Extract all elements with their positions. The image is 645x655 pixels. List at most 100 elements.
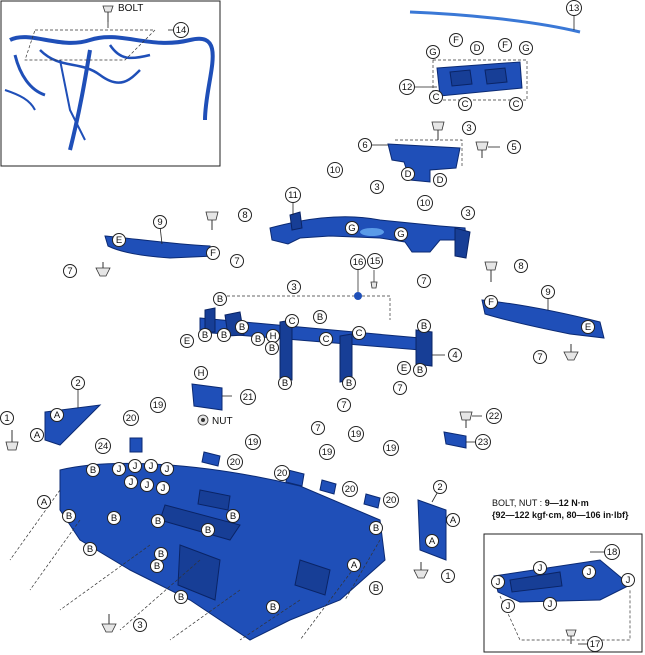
callout-label: G — [522, 43, 529, 54]
callout-label: 5 — [511, 142, 516, 153]
callout-circle — [230, 254, 244, 268]
bolt-8a — [205, 211, 219, 230]
callout-cB12: B — [86, 463, 100, 477]
callout-cJ10: J — [621, 573, 635, 587]
callout-cJ1: J — [112, 462, 126, 476]
callout-circle — [238, 208, 252, 222]
callout-label: B — [373, 523, 379, 534]
callout-label: 3 — [466, 123, 471, 134]
callout-label: C — [433, 92, 440, 103]
callout-c7b: 7 — [230, 254, 244, 268]
callout-cJ13: J — [543, 597, 557, 611]
callout-cB24: B — [369, 581, 383, 595]
callout-label: A — [351, 560, 358, 571]
callout-label: 23 — [478, 437, 489, 448]
callout-cG2: G — [519, 41, 533, 55]
callout-circle — [413, 363, 427, 377]
callout-circle — [266, 600, 280, 614]
callout-c3b: 3 — [370, 180, 384, 194]
bolt-inset-icon — [102, 5, 114, 22]
callout-cA2: A — [30, 428, 44, 442]
callout-label: J — [161, 483, 166, 494]
callout-c2a: 2 — [71, 376, 85, 390]
harness-dash-outline — [24, 29, 156, 61]
inset-label-bolt: BOLT — [118, 3, 143, 14]
callout-c7c: 7 — [417, 274, 431, 288]
callout-circle — [348, 426, 364, 442]
callout-label: J — [538, 563, 543, 574]
callout-cB23: B — [369, 521, 383, 535]
callout-label: B — [154, 561, 160, 572]
callout-label: 9 — [545, 287, 550, 298]
callout-cF3: F — [206, 246, 220, 260]
callout-c8a: 8 — [238, 208, 252, 222]
callout-cB16: B — [151, 514, 165, 528]
callout-c20e: 20 — [383, 492, 399, 508]
callout-label: 19 — [351, 429, 362, 440]
callout-c9a: 9 — [153, 215, 167, 229]
callout-cE2: E — [581, 320, 595, 334]
callout-circle — [83, 542, 97, 556]
callout-label: 7 — [537, 352, 542, 363]
callout-circle — [383, 492, 399, 508]
leader-9a — [159, 225, 163, 245]
wiring-harness-14 — [4, 35, 215, 151]
callout-circle — [133, 618, 147, 632]
callout-label: C — [513, 99, 520, 110]
callout-c9b: 9 — [541, 285, 555, 299]
callout-label: B — [155, 516, 161, 527]
callout-label: A — [429, 536, 436, 547]
callout-circle — [486, 408, 502, 424]
callout-circle — [352, 326, 366, 340]
callout-label: 19 — [248, 437, 259, 448]
spec-line2: {92—122 kgf·cm, 80—106 in·lbf} — [492, 510, 629, 520]
callout-c3e: 3 — [133, 618, 147, 632]
callout-label: B — [158, 549, 164, 560]
harness-inset-frame — [0, 0, 221, 167]
callout-c11: 11 — [285, 187, 301, 203]
callout-circle — [566, 0, 582, 16]
callout-c20d: 20 — [342, 481, 358, 497]
callout-label: 7 — [341, 400, 346, 411]
callout-label: J — [149, 461, 154, 472]
callout-cC5: C — [319, 332, 333, 346]
callout-circle — [533, 561, 547, 575]
callout-label: 8 — [518, 261, 523, 272]
spec-value: 9—12 N·m — [544, 498, 589, 508]
callout-label: F — [210, 248, 216, 259]
callout-label: B — [317, 312, 323, 323]
callout-label: F — [502, 40, 508, 51]
callout-circle — [581, 320, 595, 334]
bolt-8b — [484, 261, 498, 282]
callout-circle — [213, 292, 227, 306]
callout-c16: 16 — [350, 254, 366, 270]
callout-cJ6: J — [140, 478, 154, 492]
callout-circle — [278, 376, 292, 390]
callout-circle — [604, 544, 620, 560]
callout-label: A — [54, 410, 61, 421]
callout-c12: 12 — [399, 79, 415, 95]
callout-c4: 4 — [448, 348, 462, 362]
callout-circle — [397, 361, 411, 375]
callout-cB10: B — [417, 319, 431, 333]
callout-label: 19 — [322, 447, 333, 458]
bolt-3e — [101, 614, 117, 633]
callout-label: 20 — [386, 495, 397, 506]
bracket-21 — [191, 383, 223, 411]
callout-cG3: G — [345, 221, 359, 235]
callout-circle — [285, 187, 301, 203]
callout-label: B — [239, 322, 245, 333]
callout-c8b: 8 — [514, 259, 528, 273]
callout-label: 4 — [452, 350, 457, 361]
callout-cF4: F — [484, 295, 498, 309]
duct-11 — [269, 211, 471, 259]
callout-label: 3 — [465, 208, 470, 219]
callout-c10b: 10 — [417, 195, 433, 211]
callout-circle — [174, 590, 188, 604]
callout-label: 8 — [242, 210, 247, 221]
callout-label: B — [270, 602, 276, 613]
callout-circle — [37, 495, 51, 509]
callout-label: 19 — [386, 443, 397, 454]
callout-label: 3 — [374, 182, 379, 193]
